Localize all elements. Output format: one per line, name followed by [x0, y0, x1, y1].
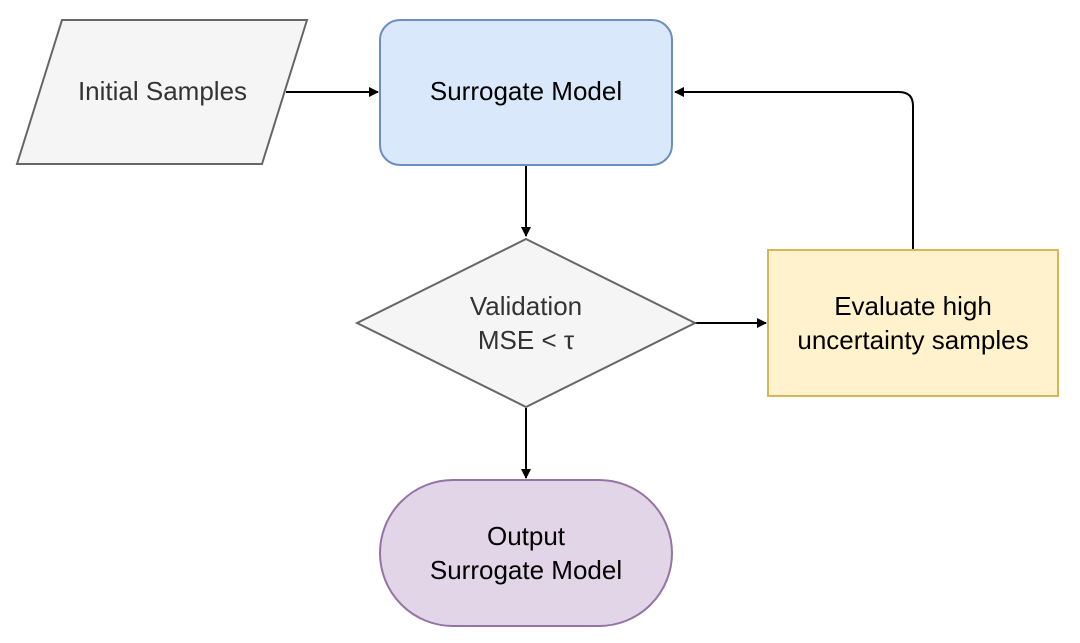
validation-line-1: Validation	[469, 291, 583, 321]
initial-samples-label: Initial Samples	[40, 55, 285, 127]
evaluate-line-1: Evaluate high	[834, 291, 992, 321]
output-line-2: Surrogate Model	[429, 555, 623, 585]
validation-decision-node	[354, 237, 698, 409]
evaluate-samples-node	[767, 249, 1059, 397]
output-line-1: Output	[486, 521, 566, 551]
evaluate-label: Evaluate high uncertainty samples	[768, 286, 1058, 360]
surrogate-model-label: Surrogate Model	[380, 55, 672, 127]
validation-line-2: MSE < τ	[477, 325, 575, 355]
surrogate-model-node	[379, 19, 673, 166]
evaluate-line-2: uncertainty samples	[797, 325, 1029, 355]
initial-samples-node	[15, 19, 309, 165]
initial-samples-text: Initial Samples	[77, 76, 248, 106]
surrogate-model-text: Surrogate Model	[429, 76, 623, 106]
output-terminal-node	[379, 479, 673, 627]
validation-label: Validation MSE < τ	[410, 286, 642, 360]
edge-evaluate-to-surrogate	[674, 87, 914, 249]
output-label: Output Surrogate Model	[380, 516, 672, 590]
